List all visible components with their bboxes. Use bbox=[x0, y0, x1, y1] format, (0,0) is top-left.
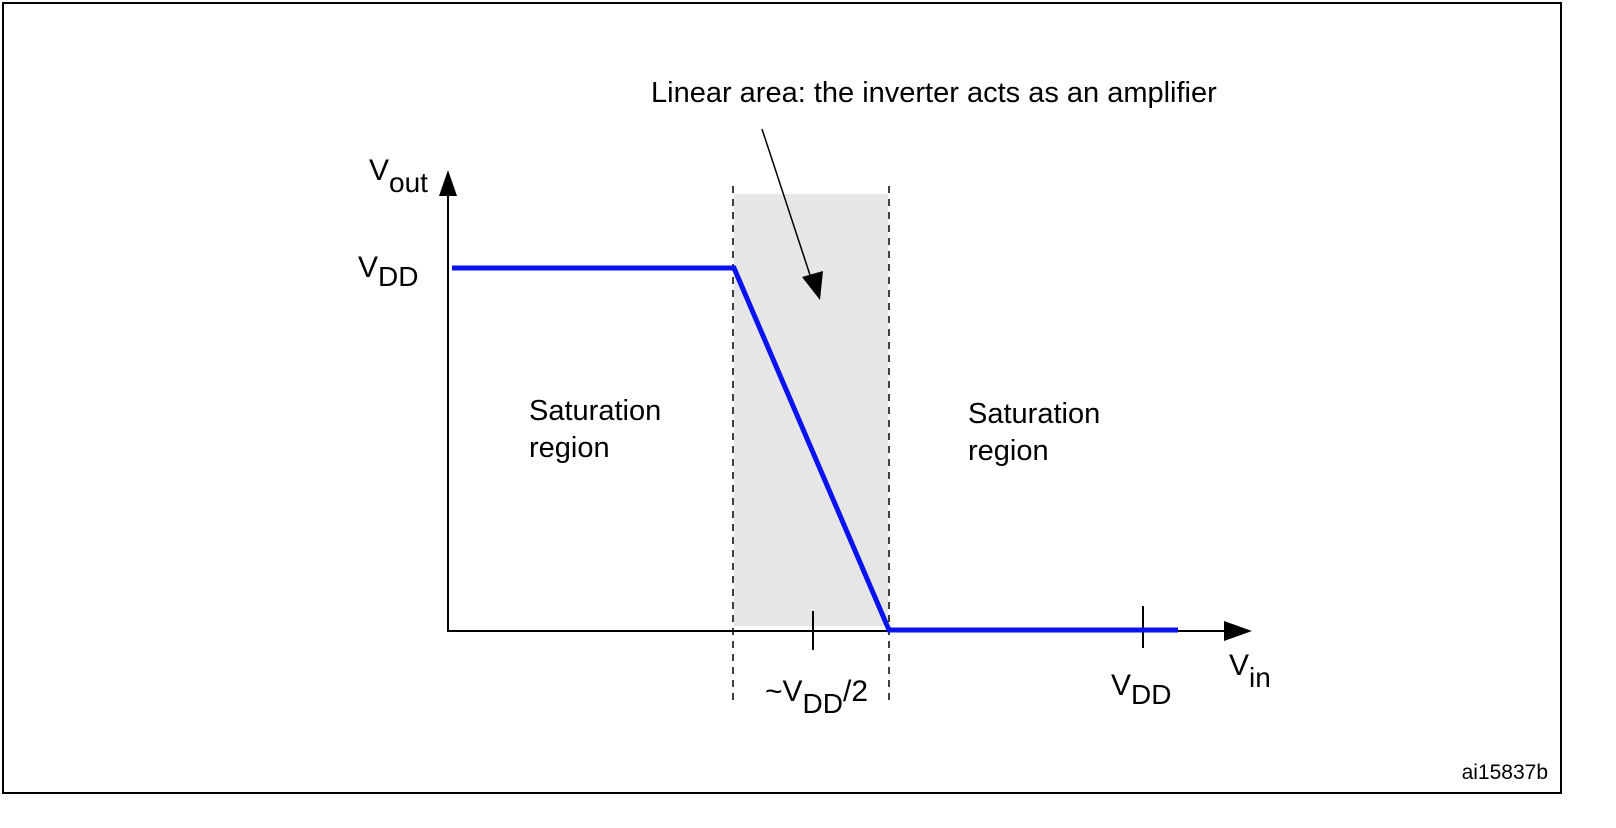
annotation-pointer-line bbox=[761, 128, 811, 276]
linear-area-shading bbox=[734, 194, 888, 626]
x-axis-label: Vin bbox=[1229, 649, 1271, 693]
transfer-curve bbox=[452, 265, 1178, 633]
y-axis-label: Vout bbox=[369, 154, 428, 198]
left-saturation-region-label: Saturation region bbox=[529, 395, 669, 464]
x-axis-arrowhead bbox=[1224, 621, 1252, 641]
half-vdd-tick-label: ~VDD/2 bbox=[765, 675, 868, 719]
annotation-pointer-arrowhead bbox=[802, 271, 823, 300]
vdd-x-tick-label: VDD bbox=[1111, 669, 1171, 710]
right-saturation-region-label: Saturation region bbox=[968, 398, 1108, 467]
annotation-text: Linear area: the inverter acts as an amp… bbox=[651, 77, 1217, 109]
vdd-y-tick-label: VDD bbox=[358, 251, 418, 292]
figure-id: ai15837b bbox=[1462, 761, 1548, 784]
y-axis-arrowhead bbox=[439, 170, 457, 196]
